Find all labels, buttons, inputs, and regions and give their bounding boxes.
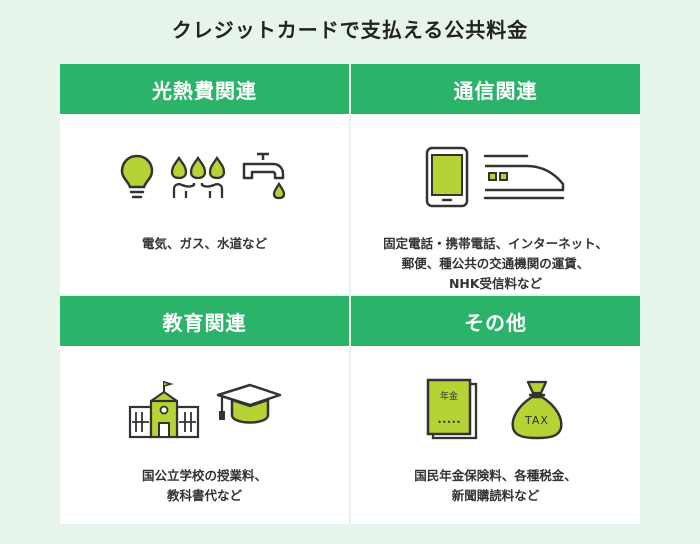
- card-heading: その他: [351, 296, 640, 346]
- card-education: 教育関連: [60, 296, 349, 524]
- smartphone-icon: [425, 146, 468, 208]
- card-other: その他 年金 ••••• TAX 国民年金保険料、各種税金、 新聞購読料など: [351, 296, 640, 524]
- gas-flame-icon: [170, 155, 225, 198]
- water-faucet-icon: [242, 152, 285, 200]
- other-icons: 年金 ••••• TAX: [351, 364, 640, 454]
- tax-bag-label: TAX: [524, 414, 549, 427]
- graduation-cap-icon: [216, 383, 281, 424]
- pension-book-icon: 年金 •••••: [426, 378, 477, 440]
- education-icons: [60, 364, 349, 454]
- card-description: 固定電話・携帯電話、インターネット、 郵便、種公共の交通機関の運賃、 NHK受信…: [383, 236, 608, 291]
- card-telecom: 通信関連 固定電話・携帯電話、インターネット、 郵便、種公共の交通機関の運賃、 …: [351, 64, 640, 294]
- card-utilities: 光熱費関連 電気、ガス、水道など: [60, 64, 349, 294]
- page-title: クレジットカードで支払える公共料金: [171, 18, 529, 42]
- card-description: 電気、ガス、水道など: [141, 236, 267, 251]
- card-heading: 通信関連: [351, 64, 640, 114]
- card-heading: 光熱費関連: [60, 64, 349, 114]
- telecom-icons: [351, 132, 640, 222]
- pension-book-label: 年金: [439, 390, 457, 402]
- card-description: 国公立学校の授業料、 教科書代など: [141, 468, 267, 503]
- utilities-icons: [60, 132, 349, 222]
- light-bulb-icon: [120, 154, 153, 199]
- school-building-icon: [128, 381, 199, 439]
- card-description: 国民年金保険料、各種税金、 新聞購読料など: [414, 468, 577, 503]
- card-heading: 教育関連: [60, 296, 349, 346]
- bullet-train-icon: [483, 154, 564, 200]
- category-grid: 光熱費関連 電気、ガス、水道など: [60, 64, 640, 524]
- pension-book-dots: •••••: [437, 418, 461, 427]
- tax-bag-icon: TAX: [510, 380, 563, 440]
